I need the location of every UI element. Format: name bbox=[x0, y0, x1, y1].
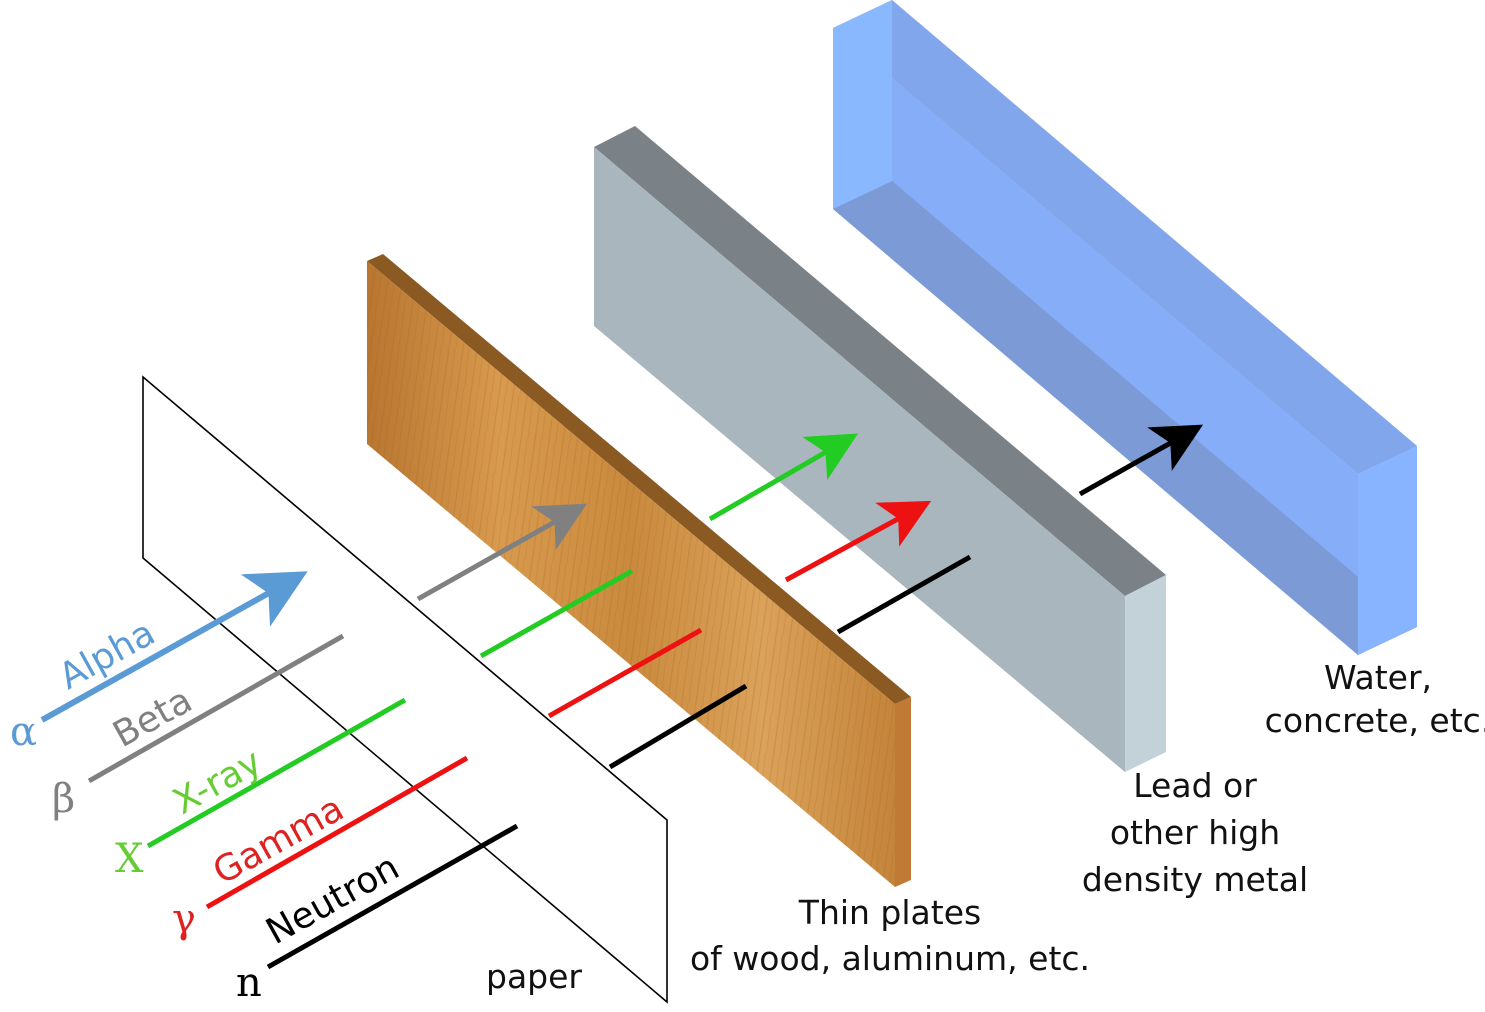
xray-line-0 bbox=[146, 697, 407, 849]
water-concrete-block bbox=[833, 0, 1417, 655]
neutron-line-1 bbox=[608, 683, 748, 770]
gamma-label: Gamma bbox=[206, 788, 350, 893]
gamma-symbol: γ bbox=[172, 896, 196, 942]
gamma-line-1 bbox=[547, 627, 703, 719]
xray-arrow-2 bbox=[708, 433, 858, 522]
paper-label: paper bbox=[486, 957, 582, 996]
water-label-line1: Water, bbox=[1324, 658, 1432, 697]
alpha-arrow bbox=[40, 571, 308, 723]
neutron-symbol: n bbox=[236, 960, 262, 1006]
beta-arrow bbox=[416, 503, 588, 602]
gamma-line-0 bbox=[205, 755, 469, 910]
lead-metal-block bbox=[594, 126, 1166, 772]
xray-line-1 bbox=[479, 568, 634, 659]
neutron-line-2 bbox=[836, 554, 972, 635]
gamma-arrow-2 bbox=[784, 500, 932, 583]
neutron-arrow-3 bbox=[1078, 424, 1204, 497]
metal-label-line2: other high bbox=[1110, 813, 1280, 852]
xray-symbol: X bbox=[115, 836, 144, 882]
water-label-line2: concrete, etc. bbox=[1265, 701, 1485, 740]
xray-label: X-ray bbox=[166, 741, 268, 822]
metal-label-line1: Lead or bbox=[1133, 766, 1257, 805]
neutron-line-0 bbox=[266, 823, 519, 970]
wood-label-line1: Thin plates bbox=[798, 893, 981, 932]
alpha-symbol: α bbox=[10, 709, 37, 755]
paper-sheet bbox=[142, 375, 668, 1004]
wood-label-line2: of wood, aluminum, etc. bbox=[690, 939, 1090, 978]
metal-label-line3: density metal bbox=[1082, 860, 1308, 899]
beta-symbol: β bbox=[52, 776, 75, 822]
beta-line-0 bbox=[87, 633, 345, 784]
